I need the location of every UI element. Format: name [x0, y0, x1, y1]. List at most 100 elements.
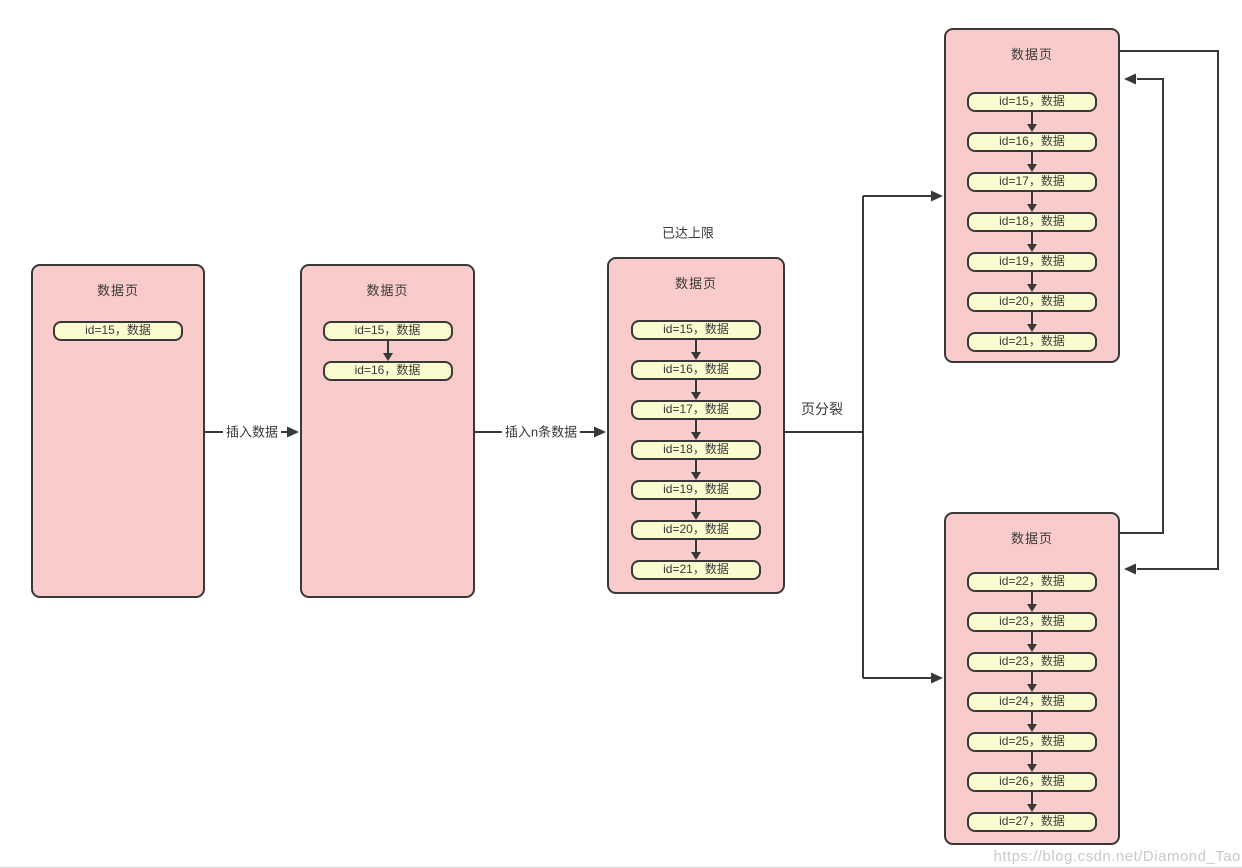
record-list: id=15，数据 id=16，数据 — [322, 321, 453, 381]
insert-one-arrowhead — [287, 426, 299, 438]
record-item: id=19，数据 — [967, 252, 1097, 272]
arrow-stem — [1031, 632, 1033, 644]
arrow-stem — [695, 380, 697, 392]
record-item: id=16，数据 — [967, 132, 1097, 152]
record-item: id=15，数据 — [53, 321, 183, 341]
record-link-arrow — [691, 540, 701, 560]
record-link-arrow — [1027, 112, 1037, 132]
record-item: id=15，数据 — [631, 320, 761, 340]
insert-n-arrowhead — [594, 426, 606, 438]
arrow-stem — [1031, 152, 1033, 164]
record-item: id=21，数据 — [631, 560, 761, 580]
record-list: id=15，数据 — [53, 321, 183, 341]
page-title: 数据页 — [366, 283, 409, 298]
insert-data-label: 插入数据 — [222, 421, 282, 441]
insert-n-records-label: 插入n条数据 — [501, 421, 581, 441]
page-title: 数据页 — [674, 276, 717, 291]
record-item: id=20，数据 — [631, 520, 761, 540]
arrow-head-icon — [691, 352, 701, 360]
record-link-arrow — [1027, 232, 1037, 252]
record-item: id=17，数据 — [631, 400, 761, 420]
arrow-stem — [695, 540, 697, 552]
record-item: id=17，数据 — [967, 172, 1097, 192]
record-link-arrow — [1027, 752, 1037, 772]
record-item: id=27，数据 — [967, 812, 1097, 832]
record-link-arrow — [691, 500, 701, 520]
record-item: id=18，数据 — [631, 440, 761, 460]
arrow-stem — [1031, 272, 1033, 284]
arrow-head-icon — [1027, 764, 1037, 772]
arrow-stem — [695, 460, 697, 472]
split-top-arrowhead — [931, 190, 943, 202]
record-link-arrow — [1027, 592, 1037, 612]
arrow-stem — [1031, 712, 1033, 724]
arrow-head-icon — [1027, 324, 1037, 332]
data-page-box-2: 数据页 id=15，数据 id=16，数据 — [300, 264, 475, 598]
record-item: id=24，数据 — [967, 692, 1097, 712]
arrow-head-icon — [1027, 204, 1037, 212]
record-item: id=19，数据 — [631, 480, 761, 500]
arrow-head-icon — [1027, 804, 1037, 812]
next-page-arrowhead — [1124, 563, 1136, 575]
record-item: id=15，数据 — [967, 92, 1097, 112]
arrow-stem — [386, 341, 389, 353]
arrow-head-icon — [691, 472, 701, 480]
page-split-label: 页分裂 — [798, 399, 846, 419]
arrow-head-icon — [1027, 724, 1037, 732]
record-item: id=15，数据 — [322, 321, 453, 341]
watermark-url: https://blog.csdn.net/Diamond_Tao — [993, 848, 1241, 865]
arrow-stem — [1031, 592, 1033, 604]
limit-reached-label: 已达上限 — [661, 225, 715, 241]
record-link-arrow — [1027, 272, 1037, 292]
arrow-stem — [1031, 192, 1033, 204]
record-item: id=16，数据 — [631, 360, 761, 380]
arrow-stem — [1031, 232, 1033, 244]
record-link-arrow — [691, 340, 701, 360]
record-link-arrow — [1027, 632, 1037, 652]
arrow-head-icon — [691, 512, 701, 520]
record-item: id=22，数据 — [967, 572, 1097, 592]
record-link-arrow — [1027, 672, 1037, 692]
next-page-pointer-line — [1120, 50, 1219, 570]
arrow-head-icon — [1027, 284, 1037, 292]
record-link-arrow — [691, 460, 701, 480]
arrow-stem — [1031, 112, 1033, 124]
page-title: 数据页 — [96, 283, 139, 298]
arrow-head-icon — [691, 432, 701, 440]
record-link-arrow — [691, 420, 701, 440]
page-title: 数据页 — [1010, 47, 1053, 62]
record-item: id=25，数据 — [967, 732, 1097, 752]
record-link-arrow — [1027, 312, 1037, 332]
page-title: 数据页 — [1010, 531, 1053, 546]
record-link-arrow — [382, 341, 393, 361]
arrow-head-icon — [1027, 164, 1037, 172]
arrow-head-icon — [382, 353, 393, 361]
record-link-arrow — [1027, 712, 1037, 732]
record-item: id=23，数据 — [967, 652, 1097, 672]
record-list: id=15，数据 id=16，数据 id=17，数据 id=18，数据 id=19，数据… — [631, 320, 761, 580]
arrow-stem — [695, 500, 697, 512]
arrow-stem — [1031, 312, 1033, 324]
arrow-stem — [1031, 792, 1033, 804]
record-link-arrow — [1027, 792, 1037, 812]
arrow-head-icon — [1027, 604, 1037, 612]
split-bottom-arrowhead — [931, 672, 943, 684]
record-link-arrow — [1027, 152, 1037, 172]
arrow-head-icon — [691, 552, 701, 560]
page-split-trunk-line — [785, 196, 864, 678]
arrow-stem — [695, 420, 697, 432]
prev-page-pointer-line — [1120, 78, 1164, 534]
arrow-head-icon — [691, 392, 701, 400]
record-item: id=16，数据 — [322, 361, 453, 381]
arrow-head-icon — [1027, 124, 1037, 132]
data-page-box-1: 数据页 id=15，数据 — [31, 264, 205, 598]
arrow-head-icon — [1027, 684, 1037, 692]
arrow-stem — [695, 340, 697, 352]
